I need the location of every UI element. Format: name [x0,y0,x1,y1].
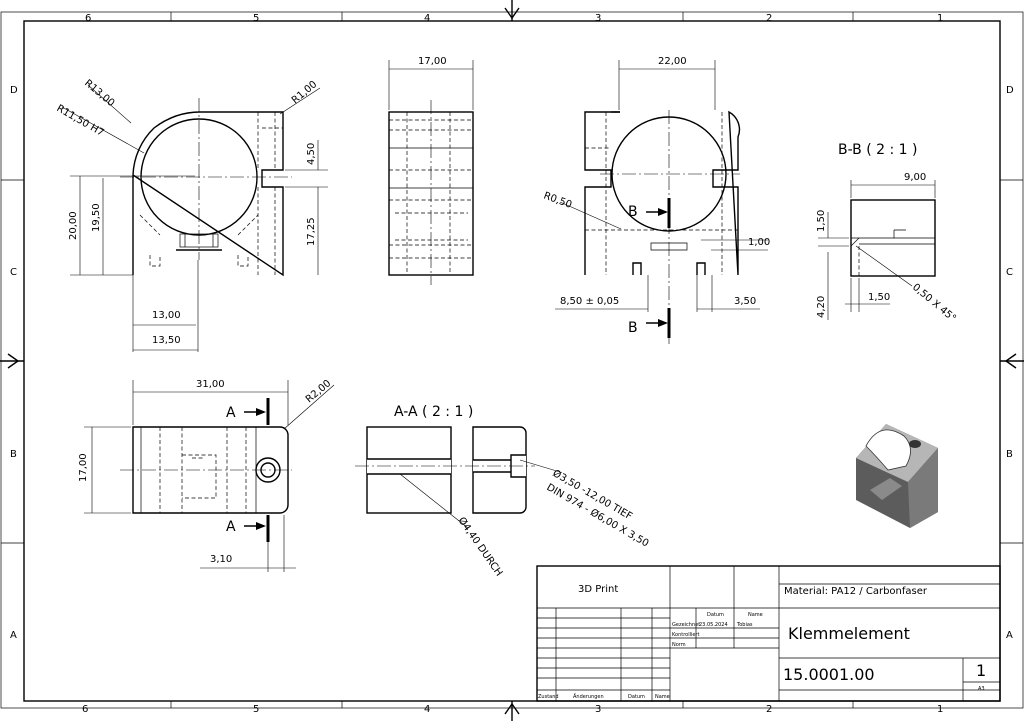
zone-right-D: D [1006,85,1014,96]
zone-bottom-6: 6 [82,704,88,715]
detail-bb-view: B-B ( 2 : 1 ) 9,00 1,50 4,20 1,50 0,50 X… [816,142,958,324]
dim-r11-5: R11,50 H7 [55,103,106,139]
tb-rev-status: Zustand [538,694,559,700]
dim-side-17: 17,00 [418,56,447,67]
front-view: R13,00 R11,50 H7 R1,00 4,50 17,25 20,00 … [55,78,328,352]
zone-top-3: 3 [595,13,601,24]
dim-3-1: 3,10 [210,554,232,565]
tb-rev-name: Name [655,694,670,700]
dim-4-5: 4,50 [306,143,317,165]
dim-19-5: 19,50 [91,203,102,232]
zone-bottom-4: 4 [424,704,430,715]
tb-row-gezeichnet: Gezeichnet [672,622,700,628]
tb-title: Klemmelement [788,624,910,643]
tb-drawn-by: Tobias [736,622,753,628]
zone-right-C: C [1006,267,1013,278]
zone-right-B: B [1006,449,1013,460]
dim-r13: R13,00 [82,78,116,109]
dim-13-5: 13,50 [152,335,181,346]
zone-left-B: B [10,449,17,460]
zone-bottom-3: 3 [595,704,601,715]
dim-20: 20,00 [68,211,79,240]
zone-bottom-2: 2 [766,704,772,715]
dim-chamfer: 0,50 X 45° [910,282,958,325]
tb-header-name: Name [748,612,763,618]
tb-format: A3 [978,686,985,692]
zone-bottom-5: 5 [253,704,259,715]
dim-22: 22,00 [658,56,687,67]
side-view: 17,00 [388,56,474,285]
dim-9: 9,00 [904,172,926,183]
tb-part-number: 15.0001.00 [783,665,875,684]
tb-header-datum: Datum [707,612,724,618]
tb-material: Material: PA12 / Carbonfaser [784,586,928,597]
tb-row-norm: Norm [672,642,686,648]
section-marker-a-bottom: A [226,519,236,535]
isometric-render [856,424,938,528]
tb-rev-changes: Änderungen [573,693,604,700]
zone-top-5: 5 [253,13,259,24]
tb-sheet-no: 1 [976,661,986,680]
dim-top-17: 17,00 [78,453,89,482]
note-through: Ø4,40 DURCH [456,515,506,579]
zone-bottom-1: 1 [937,704,943,715]
dim-bb-1-5v: 1,50 [816,210,827,232]
zone-top-2: 2 [766,13,772,24]
zone-left-C: C [10,267,17,278]
zone-labels: 6 5 4 3 2 1 6 5 4 3 2 1 D C B A D C B A [10,13,1014,715]
dim-3-5: 3,50 [734,296,756,307]
dim-1: 1,00 [748,237,770,248]
dim-4-2: 4,20 [816,296,827,318]
section-aa-title: A-A ( 2 : 1 ) [394,404,473,420]
section-marker-b-top: B [628,204,638,220]
zone-left-A: A [10,630,17,641]
section-aa-view: A-A ( 2 : 1 ) Ø4,40 DURCH Ø3,50 -12,00 T… [355,404,651,578]
dim-r0-5: R0,50 [542,190,573,210]
zone-right-A: A [1006,630,1013,641]
dim-r1: R1,00 [290,79,319,106]
dim-8-5: 8,50 ± 0,05 [560,296,619,307]
dim-13: 13,00 [152,310,181,321]
dim-r2: R2,00 [304,378,333,405]
tb-process: 3D Print [578,584,618,595]
zone-top-1: 1 [937,13,943,24]
tb-drawn-date: 23.05.2024 [699,622,728,628]
zone-top-6: 6 [85,13,91,24]
tb-rev-date: Datum [628,694,645,700]
top-view: 31,00 17,00 R2,00 3,10 A A [78,378,335,572]
dim-31: 31,00 [196,379,225,390]
title-block: 3D Print Material: PA12 / Carbonfaser Da… [536,565,1001,702]
section-marker-b-bottom: B [628,320,638,336]
section-front-view: 22,00 R0,50 1,00 8,50 ± 0,05 3,50 B B [542,56,770,345]
dim-17-25: 17,25 [306,217,317,246]
zone-top-4: 4 [424,13,430,24]
section-marker-a-top: A [226,405,236,421]
tb-row-kontrolliert: Kontrolliert [672,632,700,638]
zone-left-D: D [10,85,18,96]
detail-bb-title: B-B ( 2 : 1 ) [838,142,917,158]
dim-bb-1-5h: 1,50 [868,292,890,303]
